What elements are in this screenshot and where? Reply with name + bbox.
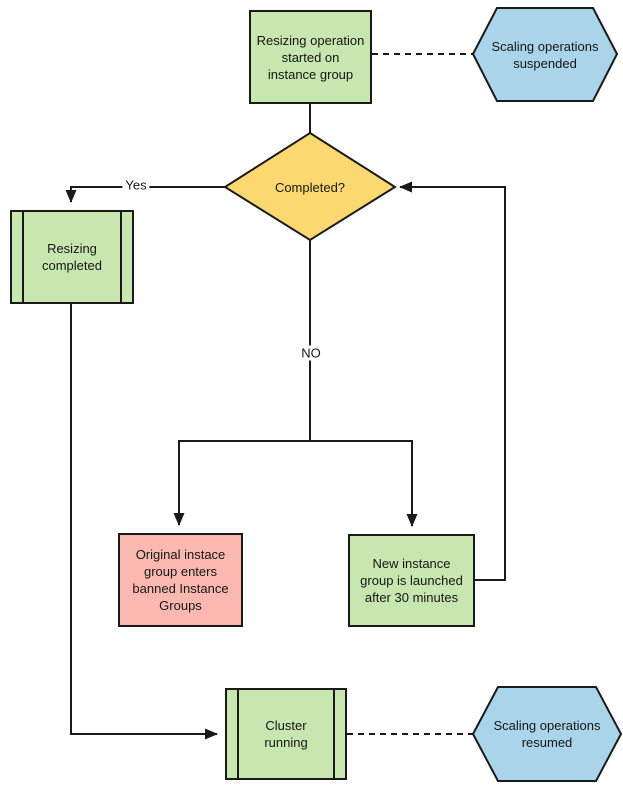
node-cluster-running-label: Cluster running (264, 718, 308, 750)
edge-no-to-new-instance (310, 440, 418, 527)
edge-resizing-completed-to-cluster (70, 304, 218, 740)
node-banned-instance-groups-label: Original instace group enters banned Ins… (132, 547, 229, 613)
node-cluster-running: Cluster running (225, 688, 347, 780)
hexagon-resumed-shape (471, 686, 623, 782)
edge-yes-to-resizing-completed (65, 186, 225, 203)
node-resizing-started: Resizing operation started on instance g… (249, 10, 372, 104)
edge-new-instance-to-completed (399, 181, 506, 581)
decision-diamond-shape (223, 131, 397, 242)
node-banned-instance-groups: Original instace group enters banned Ins… (118, 533, 243, 627)
edge-label-yes: Yes (122, 177, 150, 193)
hexagon-suspended-shape (471, 7, 619, 102)
node-new-instance-group-label: New instance group is launched after 30 … (360, 556, 463, 605)
node-resizing-completed-label: Resizing completed (42, 241, 102, 273)
node-resizing-started-label: Resizing operation started on instance g… (256, 32, 365, 82)
edge-no-to-banned (173, 440, 310, 526)
node-resizing-completed: Resizing completed (10, 210, 134, 304)
edge-label-no: NO (298, 345, 324, 361)
node-new-instance-group: New instance group is launched after 30 … (348, 534, 475, 627)
